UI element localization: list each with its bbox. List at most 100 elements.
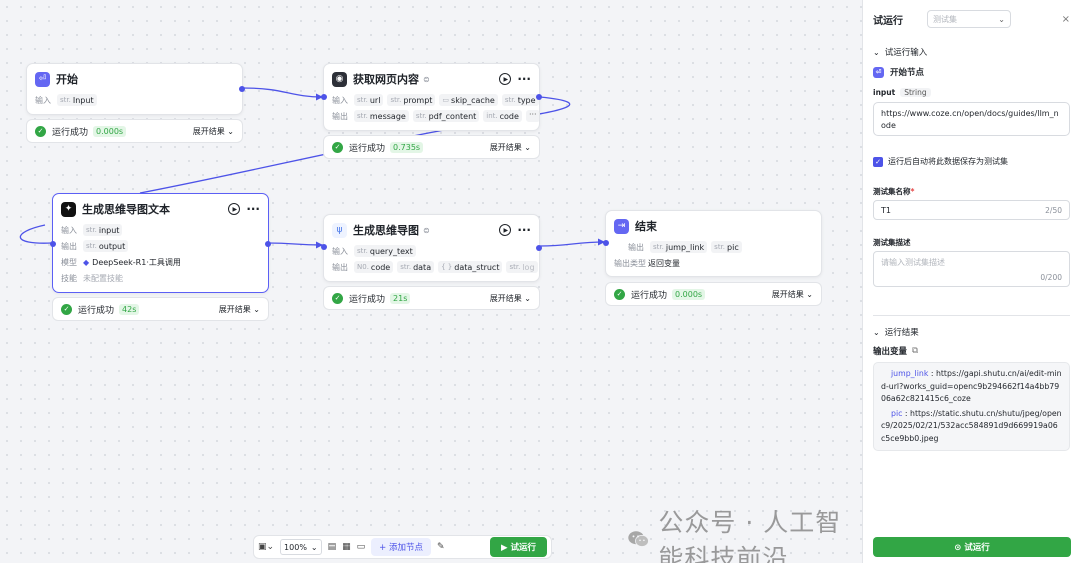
run-node-icon[interactable]: ▶ [228,203,241,215]
web-fetch-icon: ◉ [332,71,347,87]
llm-node[interactable]: ✦ 生成思维导图文本 ▶ ··· 输入 str.input 输出 str.out… [50,193,271,293]
testset-desc-input[interactable]: 请输入测试集描述 0/200 [873,251,1070,287]
result-section-header[interactable]: ⌄ 运行结果 [863,324,1080,340]
panel-header: 试运行 测试集 ⌄ × [863,0,1080,38]
output-item: pic : https://static.shutu.cn/shutu/jpeg… [881,408,1062,443]
start-node-header: ⏎ 开始 [27,66,242,92]
add-node-button[interactable]: + 添加节点 [371,538,431,556]
param-tag: str.pic [711,241,742,253]
chevron-down-icon: ⌄ [873,47,880,57]
output-label: 输出 [628,242,644,252]
output-value: https://gapi.shutu.cn/ai/edit-mind-url?w… [881,369,1062,403]
result-time-badge: 42s [119,303,140,315]
output-label: 输出 [332,262,348,272]
testset-select[interactable]: 测试集 ⌄ [927,10,1011,28]
chevron-down-icon: ⌄ [873,327,880,337]
start-input-row: 输入 str.Input [27,92,242,108]
mindmap-icon: ψ [332,222,347,238]
grid-icon[interactable]: ▦ [342,542,351,552]
more-params-button[interactable]: ··· [525,110,539,122]
fetch-input-row: 输入 str.url str.prompt ▭skip_cache str.ty… [324,92,539,108]
param-tag: str.query_text [354,245,416,257]
panel-title: 试运行 [873,15,903,27]
input-port[interactable] [50,241,56,247]
workflow-canvas[interactable]: ⏎ 开始 输入 str.Input ✓ 运行成功 0.000s 展开结果 ⌄ ◉… [0,0,862,563]
input-field-label: input String [863,86,1080,98]
input-value-field[interactable]: https://www.coze.cn/open/docs/guides/llm… [873,102,1070,136]
fetch-output-row: 输出 str.message str.pdf_content int.code … [324,108,539,124]
mindmap-node[interactable]: ψ 生成思维导图 ⊜ ▶ ··· 输入 str.query_text 输出 N0… [321,214,542,282]
zoom-select[interactable]: 100% ⌄ [280,539,322,555]
fit-view-icon[interactable]: ▭ [356,542,366,552]
end-result-bar: ✓ 运行成功 0.000s 展开结果 ⌄ [605,282,822,306]
llm-input-row: 输入 str.input [53,222,268,238]
param-tag: ▭skip_cache [439,94,498,106]
more-options-icon[interactable]: ··· [517,72,531,86]
start-node[interactable]: ⏎ 开始 输入 str.Input [26,63,245,115]
checkbox-checked-icon[interactable]: ✓ [873,156,883,167]
debug-icon[interactable]: ✎ [437,542,445,552]
result-section-title: 运行结果 [884,328,919,338]
watermark-text: 公众号 · 人工智能科技前沿 [658,508,842,563]
save-testset-option[interactable]: ✓ 运行后自动将此数据保存为测试集 [863,156,1080,167]
output-type-label: 输出类型 [614,258,646,268]
start-result-bar: ✓ 运行成功 0.000s 展开结果 ⌄ [26,119,243,143]
input-section-header[interactable]: ⌄ 试运行输入 [863,44,1080,60]
panel-run-button[interactable]: ⊙ 试运行 [873,537,1071,557]
param-tag: str.type [501,94,539,106]
param-tag: { }data_struct [438,261,503,273]
expand-result-button[interactable]: 展开结果 ⌄ [192,126,234,136]
edge-mindmap-end [539,241,606,247]
success-check-icon: ✓ [35,125,46,137]
output-port[interactable] [536,245,542,251]
fetch-result-bar: ✓ 运行成功 0.735s 展开结果 ⌄ [323,135,540,159]
minimap-icon[interactable]: ▣⌄ [258,542,275,552]
input-label: 输入 [61,225,77,235]
run-node-icon[interactable]: ▶ [499,73,512,85]
testset-name-value: T1 [881,205,891,215]
close-icon[interactable]: × [1061,13,1070,25]
more-options-icon[interactable]: ··· [246,202,260,216]
divider [873,315,1070,316]
result-status: 运行成功 [52,127,89,138]
run-node-icon[interactable]: ▶ [499,224,512,236]
output-port[interactable] [239,86,245,92]
llm-result-bar: ✓ 运行成功 42s 展开结果 ⌄ [52,297,269,321]
output-port[interactable] [265,241,271,247]
end-node[interactable]: ⇥ 结束 输出 str.jump_link str.pic 输出类型 返回变量 [603,210,822,277]
start-node-label: ⏎ 开始节点 [863,64,1080,80]
expand-result-button[interactable]: 展开结果 ⌄ [771,289,813,299]
success-check-icon: ✓ [61,303,72,315]
start-icon: ⏎ [35,71,50,87]
expand-result-button[interactable]: 展开结果 ⌄ [489,142,531,152]
test-run-button[interactable]: ▶ 试运行 [490,537,547,557]
output-vars-text: 输出变量 [873,347,908,357]
testset-desc-placeholder: 请输入测试集描述 [881,258,945,267]
testset-name-input[interactable]: T1 2/50 [873,200,1070,220]
expand-result-button[interactable]: 展开结果 ⌄ [218,304,260,314]
input-port[interactable] [603,240,609,246]
mindmap-output-row: 输出 N0.code str.data { }data_struct str.l… [324,259,539,275]
llm-output-row: 输出 str.output [53,238,268,254]
input-port[interactable] [321,244,327,250]
success-check-icon: ✓ [332,141,343,153]
char-count: 2/50 [1045,205,1062,215]
input-port[interactable] [321,94,327,100]
input-label: 输入 [332,95,348,105]
fetch-node[interactable]: ◉ 获取网页内容 ⊜ ▶ ··· 输入 str.url str.prompt ▭… [321,63,542,131]
chevron-down-icon: ⌄ [998,14,1005,24]
skill-value: 未配置技能 [83,273,123,283]
output-port[interactable] [536,94,542,100]
llm-icon: ✦ [61,201,76,217]
expand-result-button[interactable]: 展开结果 ⌄ [489,293,531,303]
copy-icon[interactable]: ⧉ [912,346,919,356]
save-testset-label: 运行后自动将此数据保存为测试集 [888,157,1008,166]
more-options-icon[interactable]: ··· [517,223,531,237]
chevron-down-icon: ⌄ [310,542,318,552]
comment-icon[interactable]: ▤ [327,542,337,552]
watermark: 公众号 · 人工智能科技前沿 [627,503,862,563]
param-tag: str.prompt [387,94,436,106]
edge-start-fetch [242,87,324,98]
mindmap-node-header: ψ 生成思维导图 ⊜ ▶ ··· [324,217,539,243]
fetch-node-title: 获取网页内容 [353,73,419,86]
